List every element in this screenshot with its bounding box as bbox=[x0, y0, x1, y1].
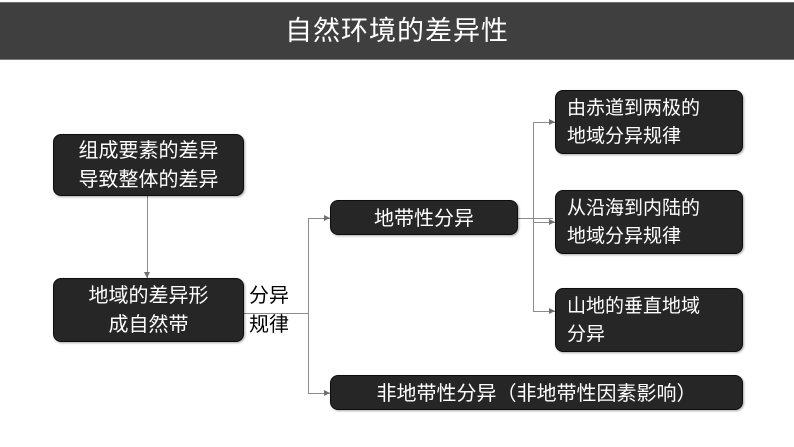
node-elements-difference[interactable]: 组成要素的差异 导致整体的差异 bbox=[53, 134, 244, 196]
connector-zonal-to-equator bbox=[533, 122, 555, 123]
connector-zones-stem bbox=[244, 313, 308, 314]
node-equator-to-poles-line2: 地域分异规律 bbox=[567, 125, 682, 147]
slide-title-bar: 自然环境的差异性 bbox=[0, 2, 794, 60]
node-zonal-differentiation-line1: 地带性分异 bbox=[374, 205, 474, 230]
arrow-to-equator-icon bbox=[549, 119, 555, 125]
label-differentiation-law-line1: 分异 bbox=[249, 283, 289, 307]
node-azonal-differentiation-line1: 非地带性分异（非地带性因素影响） bbox=[376, 380, 697, 405]
node-equator-to-poles-line1: 由赤道到两极的 bbox=[567, 96, 701, 119]
connector-zones-to-zonal bbox=[308, 218, 330, 219]
node-mountain-vertical-line2: 分异 bbox=[567, 323, 606, 345]
arrow-elements-to-zones-icon bbox=[144, 272, 150, 278]
node-zonal-differentiation[interactable]: 地带性分异 bbox=[330, 200, 518, 235]
arrow-to-azonal-icon bbox=[324, 390, 330, 396]
connector-zonal-to-vertical bbox=[533, 311, 555, 312]
node-regional-zones-line2: 成自然带 bbox=[108, 312, 189, 336]
node-azonal-differentiation[interactable]: 非地带性分异（非地带性因素影响） bbox=[330, 375, 743, 410]
page-title: 自然环境的差异性 bbox=[285, 15, 509, 47]
arrow-to-coast-icon bbox=[549, 219, 555, 225]
connector-zones-to-azonal bbox=[308, 393, 330, 394]
node-mountain-vertical-line1: 山地的垂直地域 bbox=[567, 294, 701, 317]
node-mountain-vertical[interactable]: 山地的垂直地域 分异 bbox=[555, 288, 743, 352]
label-differentiation-law: 分异 规律 bbox=[249, 281, 289, 339]
arrow-to-vertical-icon bbox=[549, 308, 555, 314]
node-coast-to-inland-line1: 从沿海到内陆的 bbox=[567, 196, 701, 219]
node-elements-difference-line1: 组成要素的差异 bbox=[78, 138, 219, 162]
connector-zonal-to-coast bbox=[533, 222, 555, 223]
connector-zonal-bracket bbox=[533, 122, 534, 312]
node-coast-to-inland-line2: 地域分异规律 bbox=[567, 225, 682, 247]
connector-zones-bracket bbox=[308, 218, 309, 394]
node-coast-to-inland[interactable]: 从沿海到内陆的 地域分异规律 bbox=[555, 190, 743, 254]
arrow-to-zonal-icon bbox=[324, 215, 330, 221]
node-equator-to-poles[interactable]: 由赤道到两极的 地域分异规律 bbox=[555, 90, 743, 154]
label-differentiation-law-line2: 规律 bbox=[249, 312, 289, 336]
node-regional-zones-line1: 地域的差异形 bbox=[88, 283, 209, 307]
node-regional-zones[interactable]: 地域的差异形 成自然带 bbox=[53, 278, 244, 342]
connector-elements-to-zones bbox=[147, 196, 148, 278]
node-elements-difference-line2: 导致整体的差异 bbox=[78, 167, 219, 191]
connector-zonal-stem bbox=[518, 218, 553, 219]
